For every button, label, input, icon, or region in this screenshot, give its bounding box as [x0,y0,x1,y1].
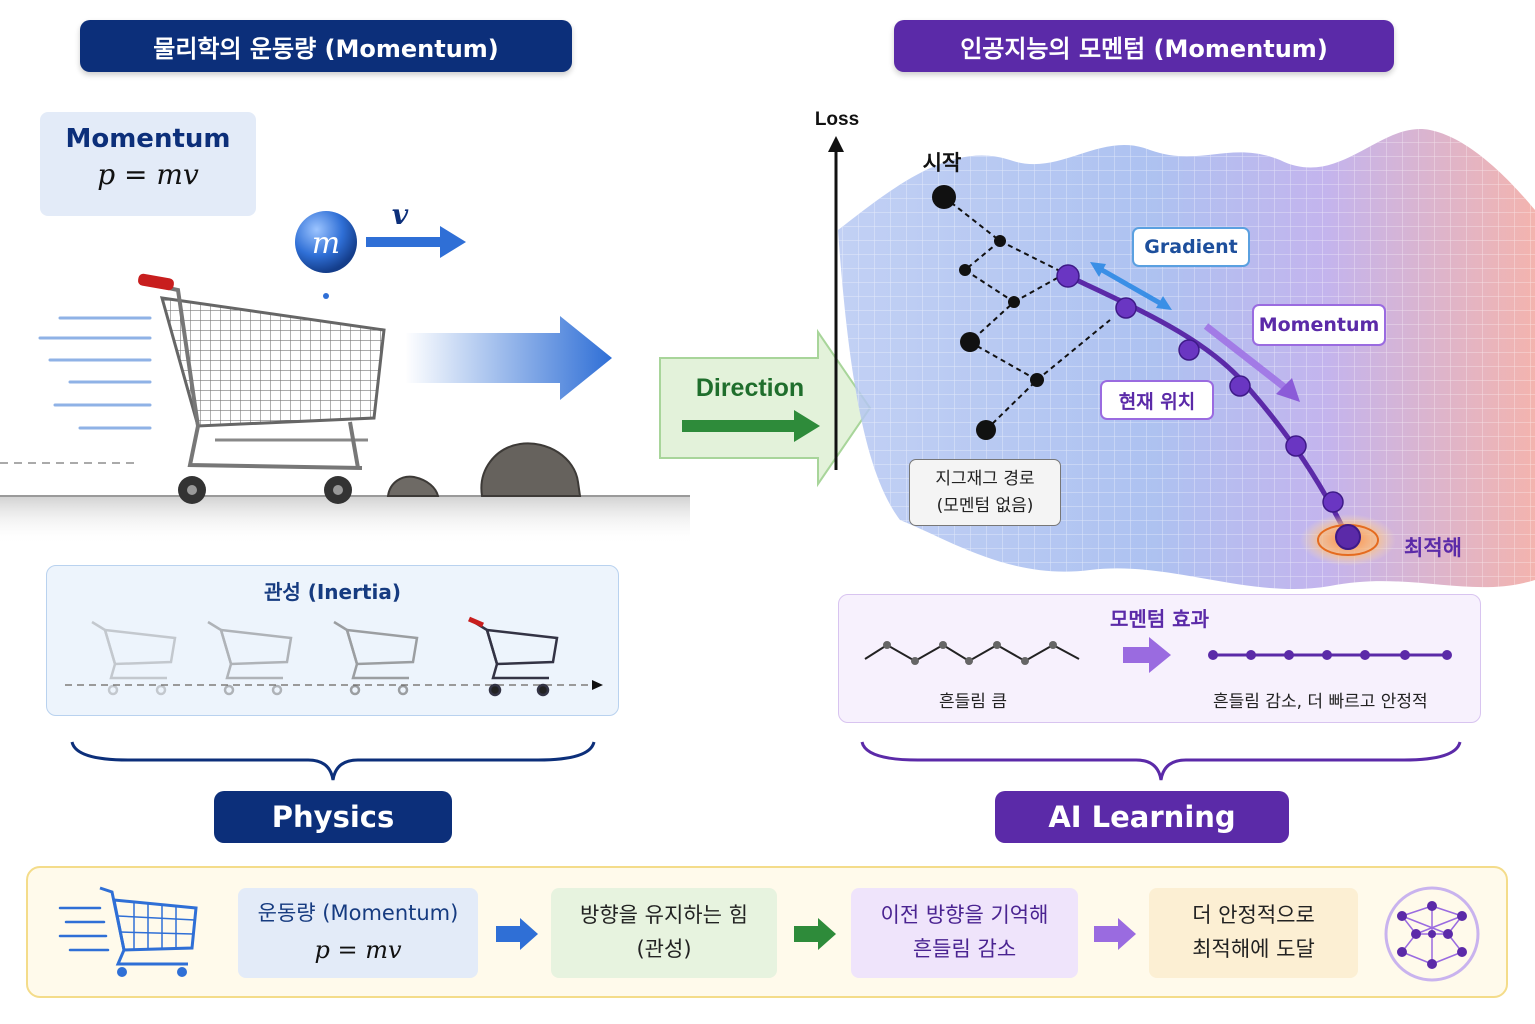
ai-brace [860,741,1462,781]
start-label: 시작 [923,152,962,175]
momentum-points [1056,264,1344,513]
zigzag-callout: 지그재그 경로 (모멘텀 없음) [909,459,1061,526]
summary-arrow-3 [1094,918,1136,950]
effect-arrow [1123,637,1171,673]
step1-line1: 운동량 (Momentum) [257,901,459,925]
summary-arrow-1 [496,918,538,950]
neural-network-icon [1384,886,1480,982]
physics-title: 물리학의 운동량 (Momentum) [80,20,572,72]
step3-line2: 흔들림 감소 [912,937,1017,961]
smooth-path-points [1208,650,1452,660]
zigzag-points [932,185,1044,440]
current-cart [468,616,559,697]
direction-bridge-arrow: Direction [659,328,872,488]
momentum-formula-box: Momentum p = mv [40,112,256,216]
effect-illustration [864,637,1452,673]
ai-title: 인공지능의 모멘텀 (Momentum) [894,20,1394,72]
direction-green-arrow [682,410,820,442]
step2-line2: (관성) [636,937,692,961]
inertia-cart-sequence [65,616,603,697]
optimum-label: 최적해 [1404,537,1462,560]
faded-cart-1 [91,620,177,696]
faded-cart-2 [207,620,293,696]
zigzag-callout-line1: 지그재그 경로 [935,469,1035,490]
summary-arrow-2 [794,918,836,950]
summary-step-optimum: 더 안정적으로 최적해에 도달 [1149,888,1358,978]
formula-equation: p = mv [97,158,199,191]
direction-label: Direction [696,374,804,402]
mass-symbol: m [312,226,340,261]
summary-step-momentum: 운동량 (Momentum) p = mv [238,888,478,978]
velocity-symbol: v [392,198,409,231]
zigzag-callout-line2: (모멘텀 없음) [936,495,1034,516]
faded-cart-3 [333,620,419,696]
summary-step-remember: 이전 방향을 기억해 흔들림 감소 [851,888,1078,978]
step2-line1: 방향을 유지하는 힘 [580,903,748,928]
gradient-callout: Gradient [1132,227,1250,267]
motion-arrow [405,316,612,400]
effect-right-label: 흔들림 감소, 더 빠르고 안정적 [1213,692,1428,712]
step3-line1: 이전 방향을 기억해 [880,903,1049,928]
momentum-callout: Momentum [1252,304,1386,346]
momentum-arrow [1203,323,1291,393]
current-position-callout: 현재 위치 [1100,380,1214,420]
small-rock [386,475,440,497]
speed-lines [38,316,152,430]
summary-cart-icon [58,886,198,977]
step1-line2: p = mv [314,935,402,964]
physics-pill: Physics [214,791,452,843]
velocity-arrow [366,226,466,258]
formula-title: Momentum [65,124,231,154]
inertia-panel: 관성 (Inertia) [46,565,619,716]
momentum-effect-panel: 모멘텀 효과 흔들림 큼 흔들림 감소, 더 빠르고 안정적 [838,594,1481,723]
gradient-arrow [1093,263,1167,309]
summary-step-inertia: 방향을 유지하는 힘 (관성) [551,888,777,978]
step4-line1: 더 안정적으로 [1192,903,1315,928]
shopping-cart-scene: m v [0,198,690,545]
optimum-point [1335,524,1361,550]
noisy-path-points [883,641,1057,665]
ai-learning-pill: AI Learning [995,791,1289,843]
shopping-cart-icon [138,273,386,504]
loss-axis-label: Loss [815,109,859,130]
mass-ball [295,211,357,273]
effect-title: 모멘텀 효과 [1110,607,1209,631]
step4-line2: 최적해에 도달 [1192,937,1315,961]
physics-brace [70,741,596,781]
inertia-title: 관성 (Inertia) [263,580,402,604]
ground [0,495,690,545]
large-rock [480,442,582,497]
effect-left-label: 흔들림 큼 [939,692,1007,712]
